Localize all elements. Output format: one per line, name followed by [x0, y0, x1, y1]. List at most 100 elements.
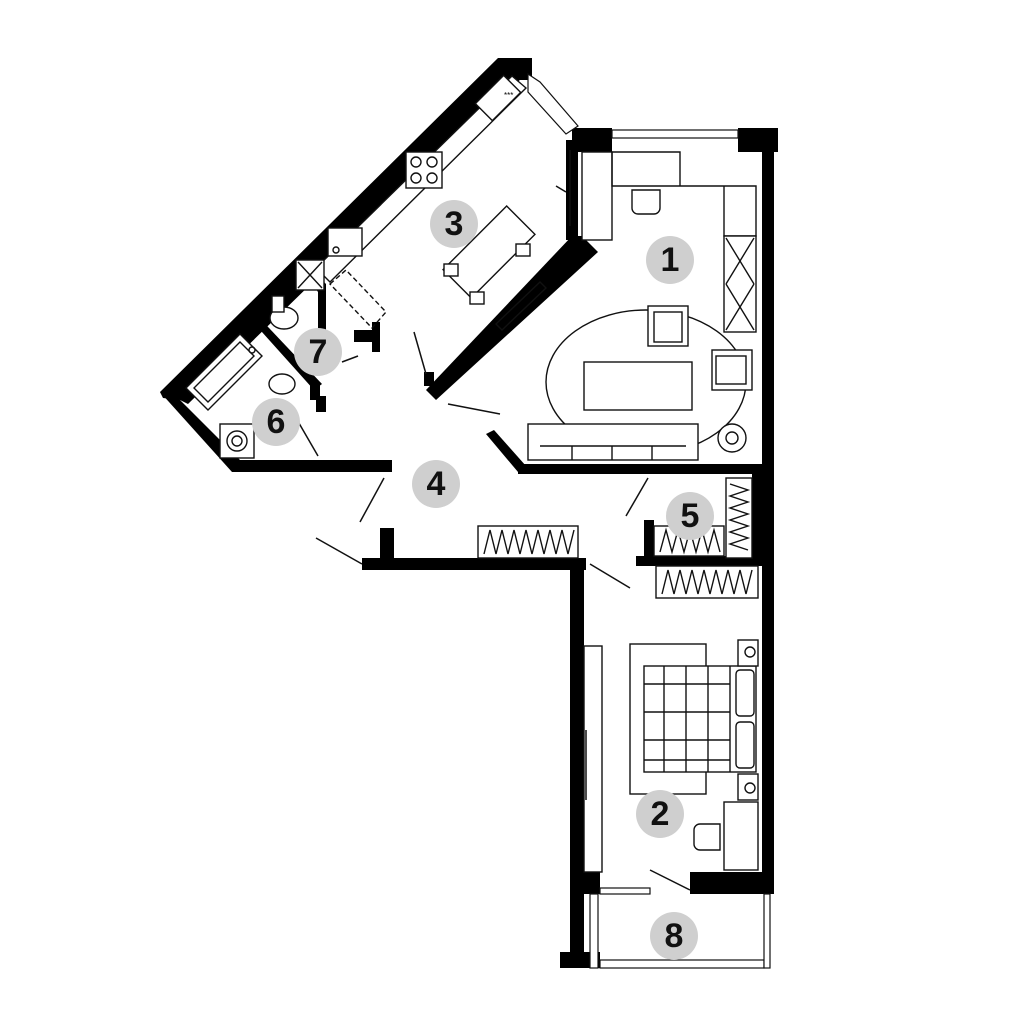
- kitchen-cabinet-dashed: [328, 269, 387, 330]
- room-label-5: 5: [666, 492, 714, 540]
- door-kitchen-mark: [555, 185, 567, 193]
- room-labels: 1 2 3 4 5 6 7 8: [252, 200, 714, 960]
- wall-bedroom-left: [570, 558, 584, 968]
- window-balcony-right: [763, 893, 771, 969]
- wall-bath-bottom: [232, 460, 392, 472]
- room-label-7: 7: [294, 328, 342, 376]
- wardrobe-bedroom-hangers: [661, 569, 753, 595]
- washing-machine: [219, 423, 255, 459]
- floor-lamp-inner: [725, 431, 739, 445]
- bedroom-shelf: [583, 645, 603, 873]
- door-wc-swing: [341, 355, 359, 363]
- wall-wc-door-stub2: [372, 322, 380, 352]
- toilet-tank: [271, 295, 285, 313]
- door-closet-swing: [625, 477, 649, 517]
- room-number-2: 2: [651, 795, 670, 833]
- room-label-2: 2: [636, 790, 684, 838]
- wall-closet-right: [752, 474, 762, 564]
- armchair-2-seat: [715, 355, 747, 385]
- fridge-dots: ***: [504, 91, 513, 100]
- bathroom-fixtures: [185, 295, 299, 459]
- wall-corner-top: [510, 58, 532, 80]
- wardrobe-x2: [725, 237, 755, 285]
- room-number-1: 1: [661, 241, 680, 279]
- floor-lamp-icon: [717, 423, 747, 453]
- nightstand-lamp-1: [744, 646, 756, 658]
- burner-1: [410, 156, 422, 168]
- room-label-4: 4: [412, 460, 460, 508]
- pillow-2: [735, 721, 755, 769]
- wall-stub-a: [424, 372, 434, 386]
- fridge: [474, 74, 522, 122]
- bedroom-furniture: [583, 639, 759, 873]
- wardrobe-corridor-hangers: [483, 529, 575, 555]
- burner-2: [426, 156, 438, 168]
- washbasin-icon: [268, 373, 296, 395]
- room-number-3: 3: [445, 205, 464, 243]
- sink-drain: [332, 246, 340, 254]
- wall-living-bottom-diag: [486, 430, 526, 472]
- bedroom-chair: [693, 823, 721, 851]
- room-number-6: 6: [267, 403, 286, 441]
- wardrobe-closet-tall-hangers: [727, 483, 751, 551]
- window-bedroom-door: [599, 887, 651, 895]
- room-label-1: 1: [646, 236, 694, 284]
- office-chair: [631, 189, 661, 215]
- wall-closet-left: [644, 520, 654, 560]
- chair-3: [515, 243, 531, 257]
- living-room-furniture: [494, 151, 757, 461]
- burner-3: [410, 172, 422, 184]
- sofa: [527, 423, 699, 461]
- door-balcony-swing: [649, 869, 691, 891]
- wardrobe-living: [723, 235, 757, 333]
- window-room1: [611, 129, 739, 139]
- wall-bath-stub2: [310, 382, 320, 400]
- nightstand-2: [737, 773, 759, 801]
- chair-4: [469, 291, 485, 305]
- wall-room1-topleft: [572, 128, 612, 152]
- window-balcony-left: [589, 893, 599, 969]
- room-label-3: 3: [430, 200, 478, 248]
- bathtub-faucet: [248, 346, 256, 354]
- kitchen-furniture: ***: [295, 74, 536, 330]
- door-corridor-swing: [359, 477, 385, 523]
- bedroom-desk: [723, 801, 759, 871]
- wall-bedroom-top: [636, 556, 772, 566]
- door-bedroom-swing: [589, 563, 631, 589]
- cabinet-left: [581, 151, 613, 241]
- door-living-swing: [447, 403, 501, 415]
- wall-bedroom-bottom-left: [584, 872, 600, 894]
- bed-blanket-pattern: [644, 666, 731, 772]
- wall-entry-stub: [380, 528, 394, 564]
- wall-bedroom-bottom-right: [690, 872, 774, 894]
- wardrobe-x4: [725, 283, 755, 331]
- wall-right-main: [762, 128, 774, 890]
- wardrobes: [477, 477, 759, 599]
- nightstand-lamp-2: [744, 782, 756, 794]
- wall-wc-right: [318, 284, 326, 334]
- room-number-8: 8: [665, 917, 684, 955]
- room-number-5: 5: [681, 497, 700, 535]
- room-label-6: 6: [252, 398, 300, 446]
- washing-machine-drum-inner: [231, 435, 243, 447]
- nightstand-1: [737, 639, 759, 667]
- room-number-4: 4: [427, 465, 446, 503]
- room-label-8: 8: [650, 912, 698, 960]
- wall-partition-3-1: [426, 236, 598, 400]
- stove-icon: [405, 151, 443, 189]
- pillow-1: [735, 669, 755, 717]
- window-kitchen: [527, 72, 579, 135]
- burner-4: [426, 172, 438, 184]
- wall-kitchen-right: [566, 140, 578, 240]
- wall-bath-stub: [316, 396, 326, 412]
- utility-box-x2: [297, 261, 323, 289]
- chair-2: [443, 263, 459, 277]
- door-entry-swing: [315, 537, 363, 565]
- wall-living-bottom: [518, 464, 768, 474]
- armchair-1-seat: [653, 311, 683, 343]
- door-kitchen-swing: [413, 331, 427, 375]
- window-balcony-bottom: [599, 959, 765, 969]
- wall-corridor-bottom: [362, 558, 586, 570]
- windows: [527, 72, 771, 969]
